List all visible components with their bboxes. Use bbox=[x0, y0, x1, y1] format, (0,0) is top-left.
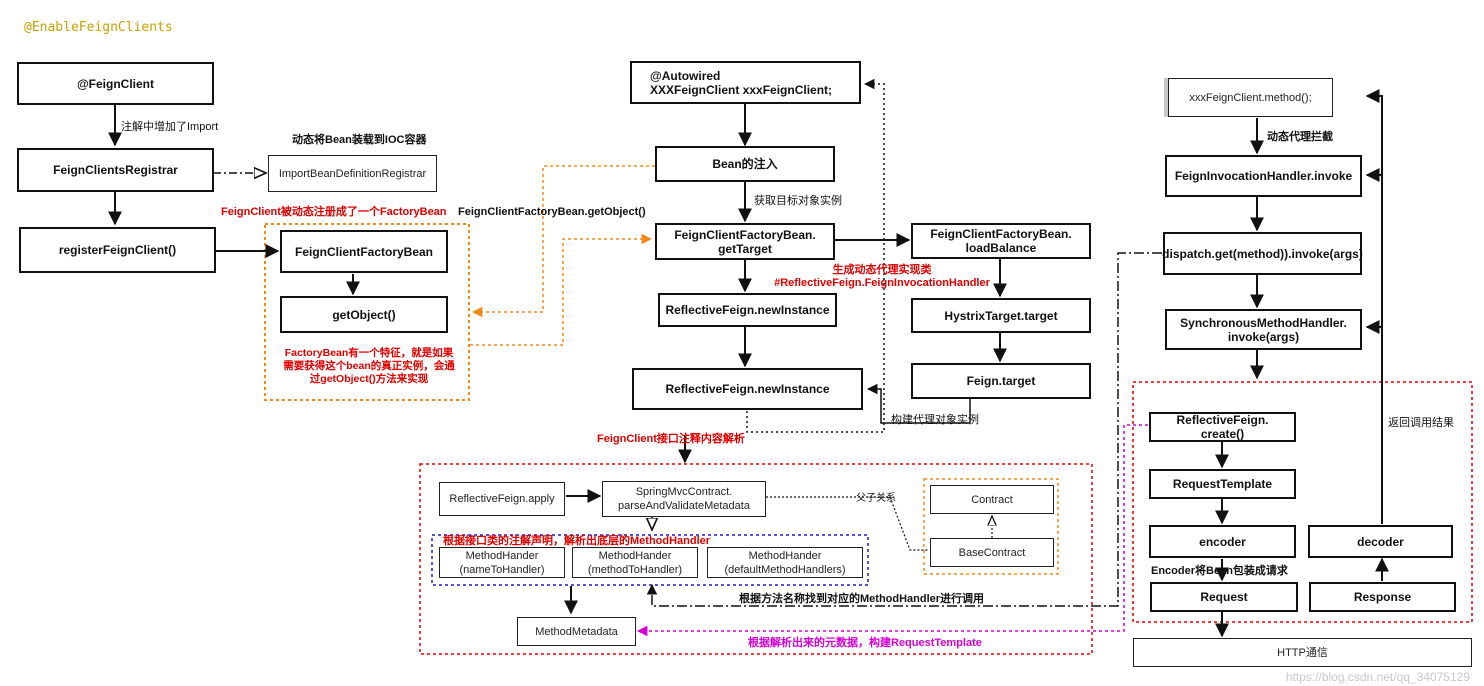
spring-mvc-contract-box: SpringMvcContract. parseAndValidateMetad… bbox=[602, 481, 766, 517]
registrar-box: FeignClientsRegistrar bbox=[17, 148, 214, 192]
method-handler-name-box: MethodHander (nameToHandler) bbox=[439, 547, 565, 578]
arrow-getobject-gettarget bbox=[470, 233, 653, 346]
parse-handler-label: 根据接口类的注解声明，解析出底层的MethodHandler bbox=[443, 535, 711, 547]
reflective-create-box: ReflectiveFeign. create() bbox=[1149, 412, 1296, 442]
factorybean-group-frame bbox=[264, 223, 470, 401]
arrow-decoder-return bbox=[1365, 89, 1383, 524]
link-springmvc-basecontract bbox=[766, 496, 928, 551]
arrow-feigntarget-newinstance bbox=[866, 383, 971, 424]
find-handler-label: 根据方法名称找到对应的MethodHandler进行调用 bbox=[739, 593, 985, 605]
request-template-box: RequestTemplate bbox=[1149, 469, 1296, 499]
encoder-wrap-label: Encoder将Bean包装成请求 bbox=[1151, 565, 1288, 577]
watermark: https://blog.csdn.net/qq_34075129 bbox=[1285, 670, 1470, 684]
new-instance-box-1: ReflectiveFeign.newInstance bbox=[658, 293, 837, 327]
invocation-handler-box: FeignInvocationHandler.invoke bbox=[1165, 155, 1362, 197]
request-box: Request bbox=[1150, 582, 1298, 612]
contract-box: Contract bbox=[930, 485, 1054, 514]
return-result-label: 返回调用结果 bbox=[1388, 417, 1454, 429]
contract-hierarchy-frame bbox=[923, 478, 1059, 575]
new-instance-box-2: ReflectiveFeign.newInstance bbox=[632, 368, 863, 410]
method-call-box: xxxFeignClient.method(); bbox=[1168, 78, 1333, 117]
sync-handler-box: SynchronousMethodHandler. invoke(args) bbox=[1165, 309, 1362, 350]
hystrix-target-box: HystrixTarget.target bbox=[911, 298, 1091, 333]
arrow-dispatch-handler bbox=[646, 252, 1162, 607]
register-feign-client-box: registerFeignClient() bbox=[19, 227, 216, 273]
reflective-apply-box: ReflectiveFeign.apply bbox=[439, 482, 565, 516]
feign-target-box: Feign.target bbox=[911, 363, 1091, 399]
factory-bean-box: FeignClientFactoryBean bbox=[280, 230, 448, 273]
get-target-box: FeignClientFactoryBean. getTarget bbox=[655, 223, 835, 260]
dynamic-intercept-label: 动态代理拦截 bbox=[1267, 131, 1333, 143]
build-template-label: 根据解析出来的元数据，构建RequestTemplate bbox=[748, 637, 982, 649]
autowired-box: @Autowired XXXFeignClient xxxFeignClient… bbox=[630, 61, 861, 104]
factory-getobject-label: FeignClientFactoryBean.getObject() bbox=[458, 206, 646, 218]
method-metadata-box: MethodMetadata bbox=[517, 617, 636, 646]
dispatch-box: dispatch.get(method)).invoke(args) bbox=[1162, 232, 1363, 275]
arrow-beaninject-getobject bbox=[471, 165, 655, 318]
http-box: HTTP通信 bbox=[1133, 638, 1472, 667]
response-box: Response bbox=[1309, 582, 1456, 612]
arrow-create-metadata bbox=[636, 424, 1148, 637]
bean-inject-box: Bean的注入 bbox=[655, 146, 835, 182]
get-object-box: getObject() bbox=[280, 296, 448, 333]
factory-note-label: FactoryBean有一个特征，就是如果 需要获得这个bean的真正实例，会通… bbox=[283, 347, 455, 385]
contract-parse-frame bbox=[419, 463, 1093, 655]
factory-registered-label: FeignClient被动态注册成了一个FactoryBean bbox=[221, 206, 447, 218]
method-handler-method-box: MethodHander (methodToHandler) bbox=[572, 547, 698, 578]
annotation-parse-label: FeignClient接口注释内容解析 bbox=[597, 433, 745, 445]
parent-child-label: 父子关系 bbox=[856, 493, 896, 504]
get-target-obj-label: 获取目标对象实例 bbox=[754, 195, 842, 207]
encoder-box: encoder bbox=[1149, 525, 1296, 558]
gen-proxy-label: 生成动态代理实现类 #ReflectiveFeign.FeignInvocati… bbox=[774, 264, 990, 289]
load-balance-box: FeignClientFactoryBean. loadBalance bbox=[911, 223, 1091, 259]
diagram-title: @EnableFeignClients bbox=[24, 20, 173, 35]
import-added-label: 注解中增加了Import bbox=[121, 121, 219, 133]
method-handler-default-box: MethodHander (defaultMethodHandlers) bbox=[707, 547, 863, 578]
dynamic-load-label: 动态将Bean装载到IOC容器 bbox=[292, 134, 427, 146]
decoder-box: decoder bbox=[1308, 525, 1453, 558]
build-proxy-label: 构建代理对象实例 bbox=[891, 414, 979, 426]
feign-client-box: @FeignClient bbox=[17, 62, 214, 105]
base-contract-box: BaseContract bbox=[930, 538, 1054, 567]
import-registrar-box: ImportBeanDefinitionRegistrar bbox=[268, 155, 437, 192]
request-flow-frame bbox=[1132, 381, 1473, 623]
